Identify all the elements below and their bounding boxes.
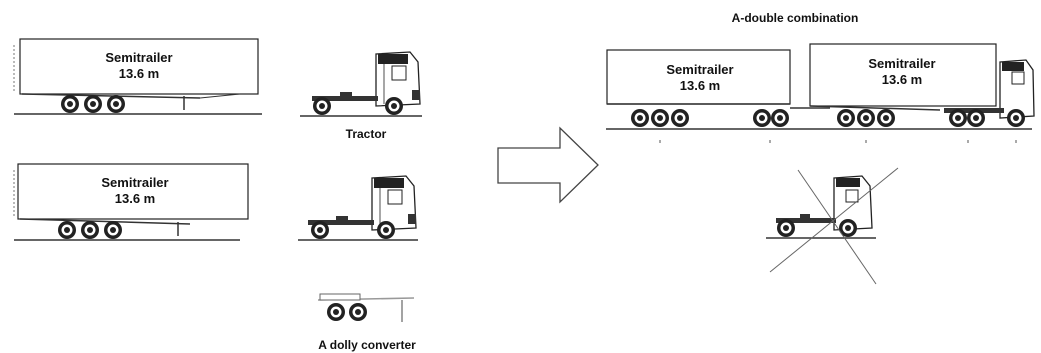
semitrailer-1: Semitrailer 13.6 m xyxy=(13,38,262,115)
trailer-name-label: Semitrailer xyxy=(868,56,935,71)
dolly-converter: A dolly converter xyxy=(317,293,416,352)
trailer-box xyxy=(19,38,259,95)
fifth-wheel xyxy=(340,92,352,97)
trailer-name-label: Semitrailer xyxy=(101,175,168,190)
fifth-wheel xyxy=(336,216,348,221)
semitrailer-2: Semitrailer 13.6 m xyxy=(13,163,249,241)
excluded-tractor xyxy=(766,167,899,285)
trailer-length-label: 13.6 m xyxy=(119,66,159,81)
a-double-combination: A-double combination Semitrailer 13.6 m … xyxy=(606,11,1035,143)
combination-title: A-double combination xyxy=(732,11,859,25)
trailer-name-label: Semitrailer xyxy=(666,62,733,77)
trailer-length-label: 13.6 m xyxy=(115,191,155,206)
tractor-2 xyxy=(298,175,418,241)
trailer-box xyxy=(17,163,249,220)
cross-out-line xyxy=(797,169,877,285)
cross-out-line xyxy=(769,167,899,273)
right-arrow-icon xyxy=(497,126,599,204)
dolly-caption: A dolly converter xyxy=(318,338,416,352)
tractor-chassis xyxy=(308,220,374,225)
tractor-chassis xyxy=(312,96,378,101)
trailer-name-label: Semitrailer xyxy=(105,50,172,65)
trailer-length-label: 13.6 m xyxy=(680,78,720,93)
trailer-length-label: 13.6 m xyxy=(882,72,922,87)
combo-trailer-1-box xyxy=(606,49,791,105)
tractor-caption: Tractor xyxy=(346,127,387,141)
combo-trailer-2-box xyxy=(809,43,997,107)
tractor-1: Tractor xyxy=(300,51,422,141)
